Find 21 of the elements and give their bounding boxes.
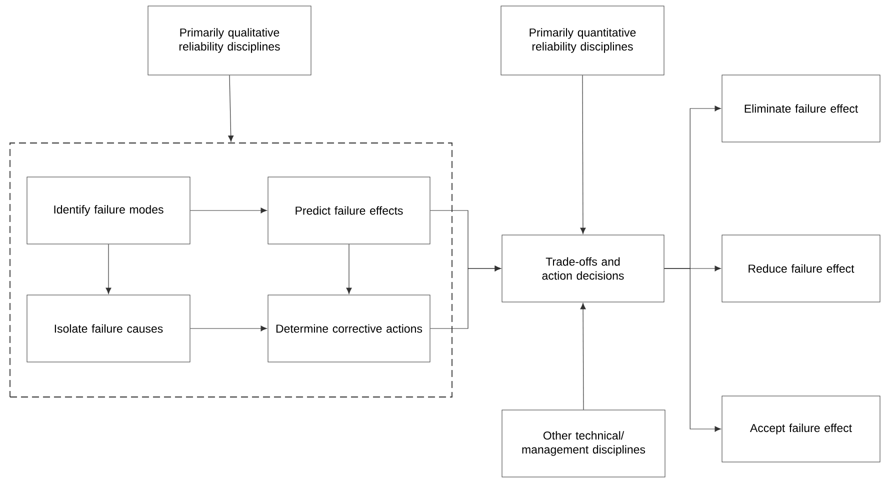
process-box: Identify failure modes (26, 176, 190, 244)
process-box: Isolate failure causes (26, 294, 190, 362)
process-box: Primarily quantitative reliability disciplines (500, 6, 664, 76)
arrow (664, 268, 721, 432)
arrow (190, 208, 267, 214)
process-box: Other technical/ management disciplines (502, 410, 666, 478)
arrow (106, 244, 112, 294)
process-box: Determine corrective actions (268, 294, 430, 362)
process-box: Primarily qualitative reliability disciplines (148, 6, 312, 76)
arrow (190, 326, 267, 332)
arrow (228, 74, 234, 142)
arrow (430, 266, 501, 329)
process-box: Eliminate failure effect (722, 74, 880, 142)
process-box: Accept failure effect (722, 396, 880, 462)
process-box: Predict failure effects (268, 176, 430, 244)
arrow (580, 74, 586, 234)
process-box: Reduce failure effect (722, 234, 880, 302)
dashed-group-box (10, 142, 452, 398)
arrow (346, 244, 352, 294)
arrow (580, 303, 586, 410)
process-box: Trade-offs and action decisions (502, 234, 664, 302)
